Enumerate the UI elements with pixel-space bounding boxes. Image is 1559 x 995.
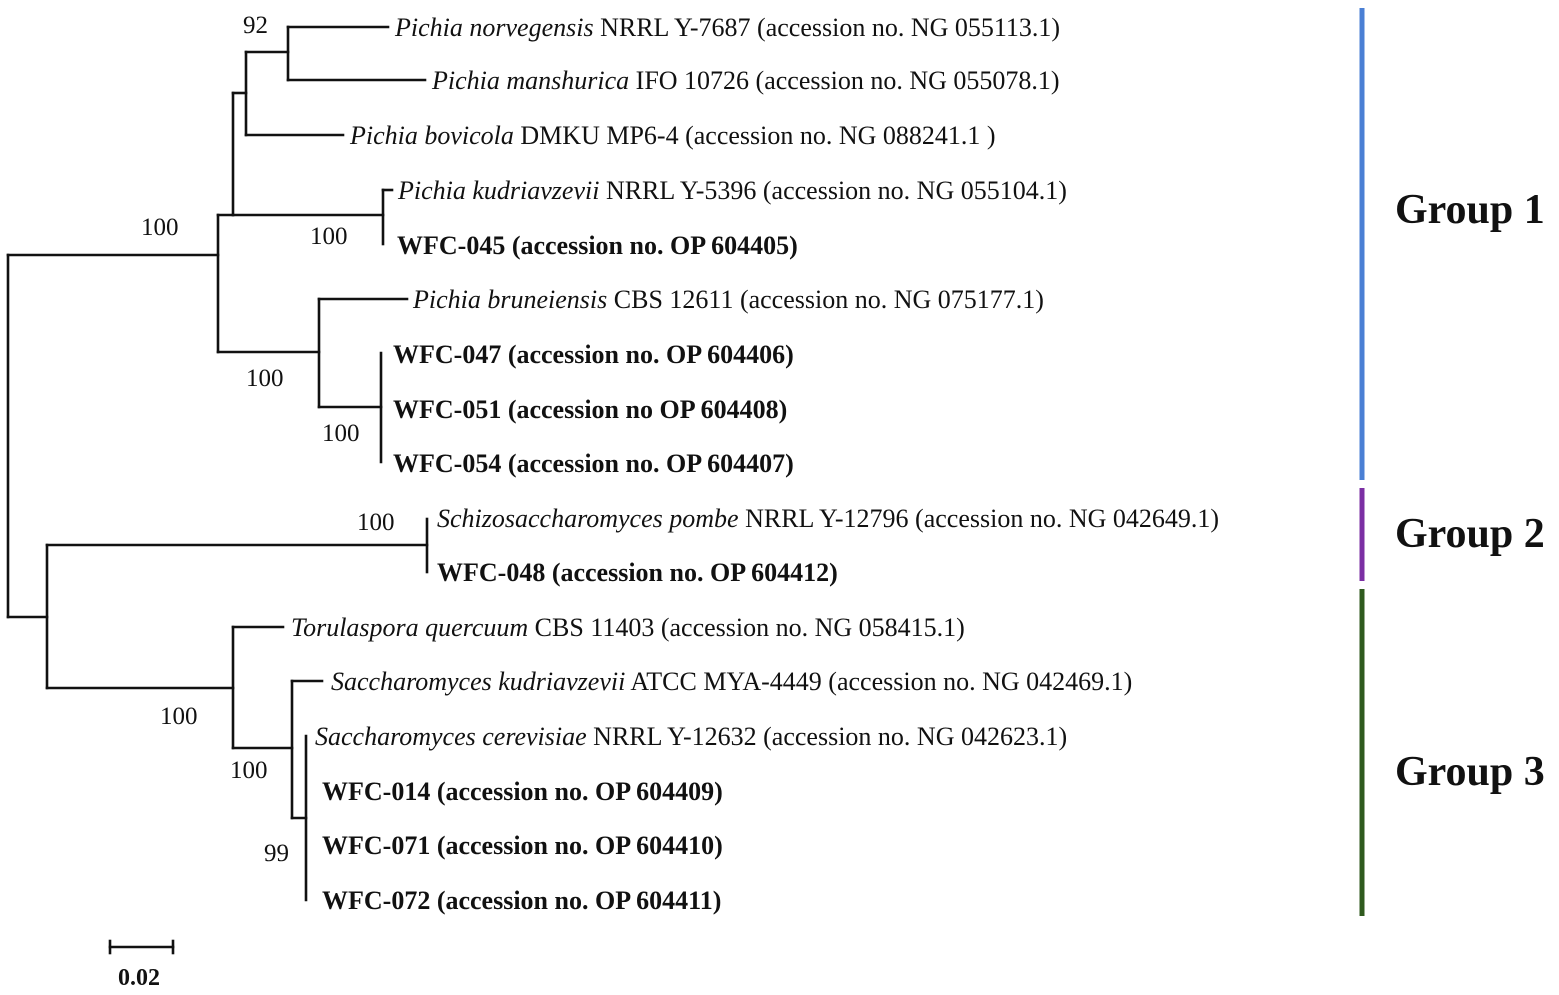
bootstrap-value: 100 <box>246 365 284 392</box>
bootstrap-value: 100 <box>141 214 179 241</box>
bootstrap-value: 99 <box>264 840 289 867</box>
bootstrap-value: 100 <box>160 703 198 730</box>
taxon-label-isolate: WFC-071 (accession no. OP 604410) <box>322 831 723 860</box>
taxon-label-isolate: WFC-054 (accession no. OP 604407) <box>393 449 794 478</box>
bootstrap-value: 100 <box>310 223 348 250</box>
taxon-label: Torulaspora quercuum CBS 11403 (accessio… <box>291 613 965 642</box>
bootstrap-value: 100 <box>322 420 360 447</box>
taxon-label: Pichia bovicola DMKU MP6-4 (accession no… <box>349 121 996 150</box>
taxon-label-isolate: WFC-072 (accession no. OP 604411) <box>322 886 721 915</box>
taxon-label-isolate: WFC-045 (accession no. OP 604405) <box>397 231 798 260</box>
group-markers: Group 1 Group 2 Group 3 <box>1359 8 1545 916</box>
taxon-labels: Pichia norvegensis NRRL Y-7687 (accessio… <box>291 13 1219 915</box>
taxon-label: Schizosaccharomyces pombe NRRL Y-12796 (… <box>437 504 1219 533</box>
scale-bar-label: 0.02 <box>118 965 160 991</box>
taxon-label: Pichia bruneiensis CBS 12611 (accession … <box>412 285 1044 314</box>
taxon-label: Pichia kudriavzevii NRRL Y-5396 (accessi… <box>397 176 1067 205</box>
taxon-label: Saccharomyces cerevisiae NRRL Y-12632 (a… <box>315 722 1067 751</box>
group-1-label: Group 1 <box>1395 187 1545 233</box>
taxon-label-isolate: WFC-048 (accession no. OP 604412) <box>437 558 838 587</box>
group-2-label: Group 2 <box>1395 511 1545 557</box>
taxon-label-isolate: WFC-051 (accession no OP 604408) <box>393 395 787 424</box>
bootstrap-value: 92 <box>243 12 268 39</box>
bootstrap-values: 92 100 100 100 100 100 100 100 99 <box>141 12 395 867</box>
taxon-label: Saccharomyces kudriavzevii ATCC MYA-4449… <box>331 667 1132 696</box>
taxon-label-isolate: WFC-014 (accession no. OP 604409) <box>322 777 723 806</box>
bootstrap-value: 100 <box>357 509 395 536</box>
taxon-label-isolate: WFC-047 (accession no. OP 604406) <box>393 340 794 369</box>
taxon-label: Pichia norvegensis NRRL Y-7687 (accessio… <box>394 13 1060 42</box>
tree-branches <box>6 25 429 902</box>
bootstrap-value: 100 <box>230 757 268 784</box>
taxon-label: Pichia manshurica IFO 10726 (accession n… <box>431 66 1060 95</box>
scale-bar: 0.02 <box>108 939 175 991</box>
group-3-label: Group 3 <box>1395 749 1545 795</box>
